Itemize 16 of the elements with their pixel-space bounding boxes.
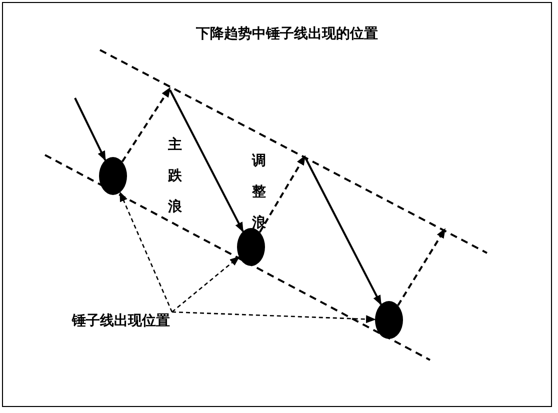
hammer-candle-marker [375, 301, 403, 339]
diagram-title: 下降趋势中锤子线出现的位置 [196, 25, 378, 43]
wave-label: 主跌浪 [168, 136, 182, 217]
wave-label: 调整浪 [252, 152, 266, 233]
trend-arrow [304, 156, 382, 306]
trend-arrow [121, 87, 171, 162]
hammer-candle-marker [99, 157, 127, 195]
leader-arrow [172, 311, 376, 324]
callout-text: 锤子线出现位置 [72, 312, 170, 330]
leader-arrow [172, 256, 240, 312]
trend-arrow [74, 98, 106, 162]
trend-arrow [258, 155, 306, 233]
trend-arrow [397, 228, 446, 306]
leader-arrow [120, 191, 173, 312]
trend-arrow [169, 90, 244, 232]
hammer-candle-marker [237, 228, 265, 266]
